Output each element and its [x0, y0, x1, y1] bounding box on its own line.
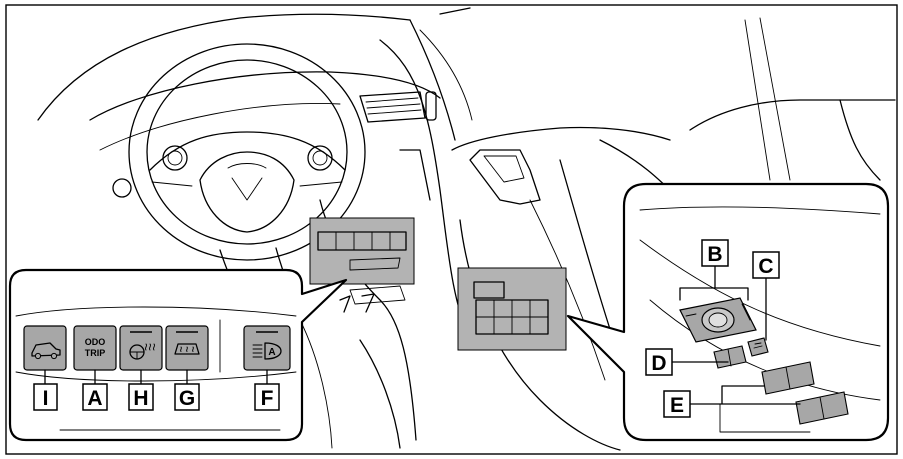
label-I-box: I [33, 383, 58, 411]
auto-high-beam-icon: A [252, 342, 282, 360]
label-E-box: E [663, 390, 691, 418]
button-I [23, 325, 67, 371]
label-I: I [43, 387, 49, 410]
label-G-box: G [174, 383, 200, 411]
trip-label: TRIP [85, 348, 106, 358]
button-F: A [243, 325, 291, 371]
left-leaders [44, 369, 268, 385]
label-H: H [133, 387, 148, 410]
label-B: B [707, 243, 722, 266]
dash-switch-panel [309, 217, 415, 285]
odo-label: ODO [85, 337, 106, 347]
button-A: ODO TRIP [73, 325, 117, 371]
label-D-box: D [645, 348, 673, 376]
label-E: E [670, 394, 684, 417]
label-F-box: F [254, 383, 280, 411]
label-B-box: B [701, 239, 729, 267]
cockpit-line-art [37, 7, 896, 451]
button-G [165, 325, 209, 371]
label-C: C [758, 255, 773, 278]
rear-defogger-icon [174, 343, 200, 355]
label-G: G [179, 387, 195, 410]
label-A-box: A [82, 383, 108, 411]
label-D: D [651, 352, 666, 375]
svg-text:A: A [268, 347, 275, 358]
label-F: F [261, 387, 274, 410]
label-H-box: H [128, 383, 154, 411]
off-road-vehicle-icon [31, 342, 61, 360]
steering-heater-icon [129, 343, 156, 360]
window-lock-switch [747, 337, 769, 357]
door-switch-panel [457, 267, 567, 351]
label-C-box: C [752, 251, 780, 279]
window-switches [761, 361, 849, 425]
button-H [119, 325, 163, 371]
right-leaders [671, 265, 801, 405]
mirror-switch [679, 297, 757, 343]
label-A: A [87, 387, 102, 410]
